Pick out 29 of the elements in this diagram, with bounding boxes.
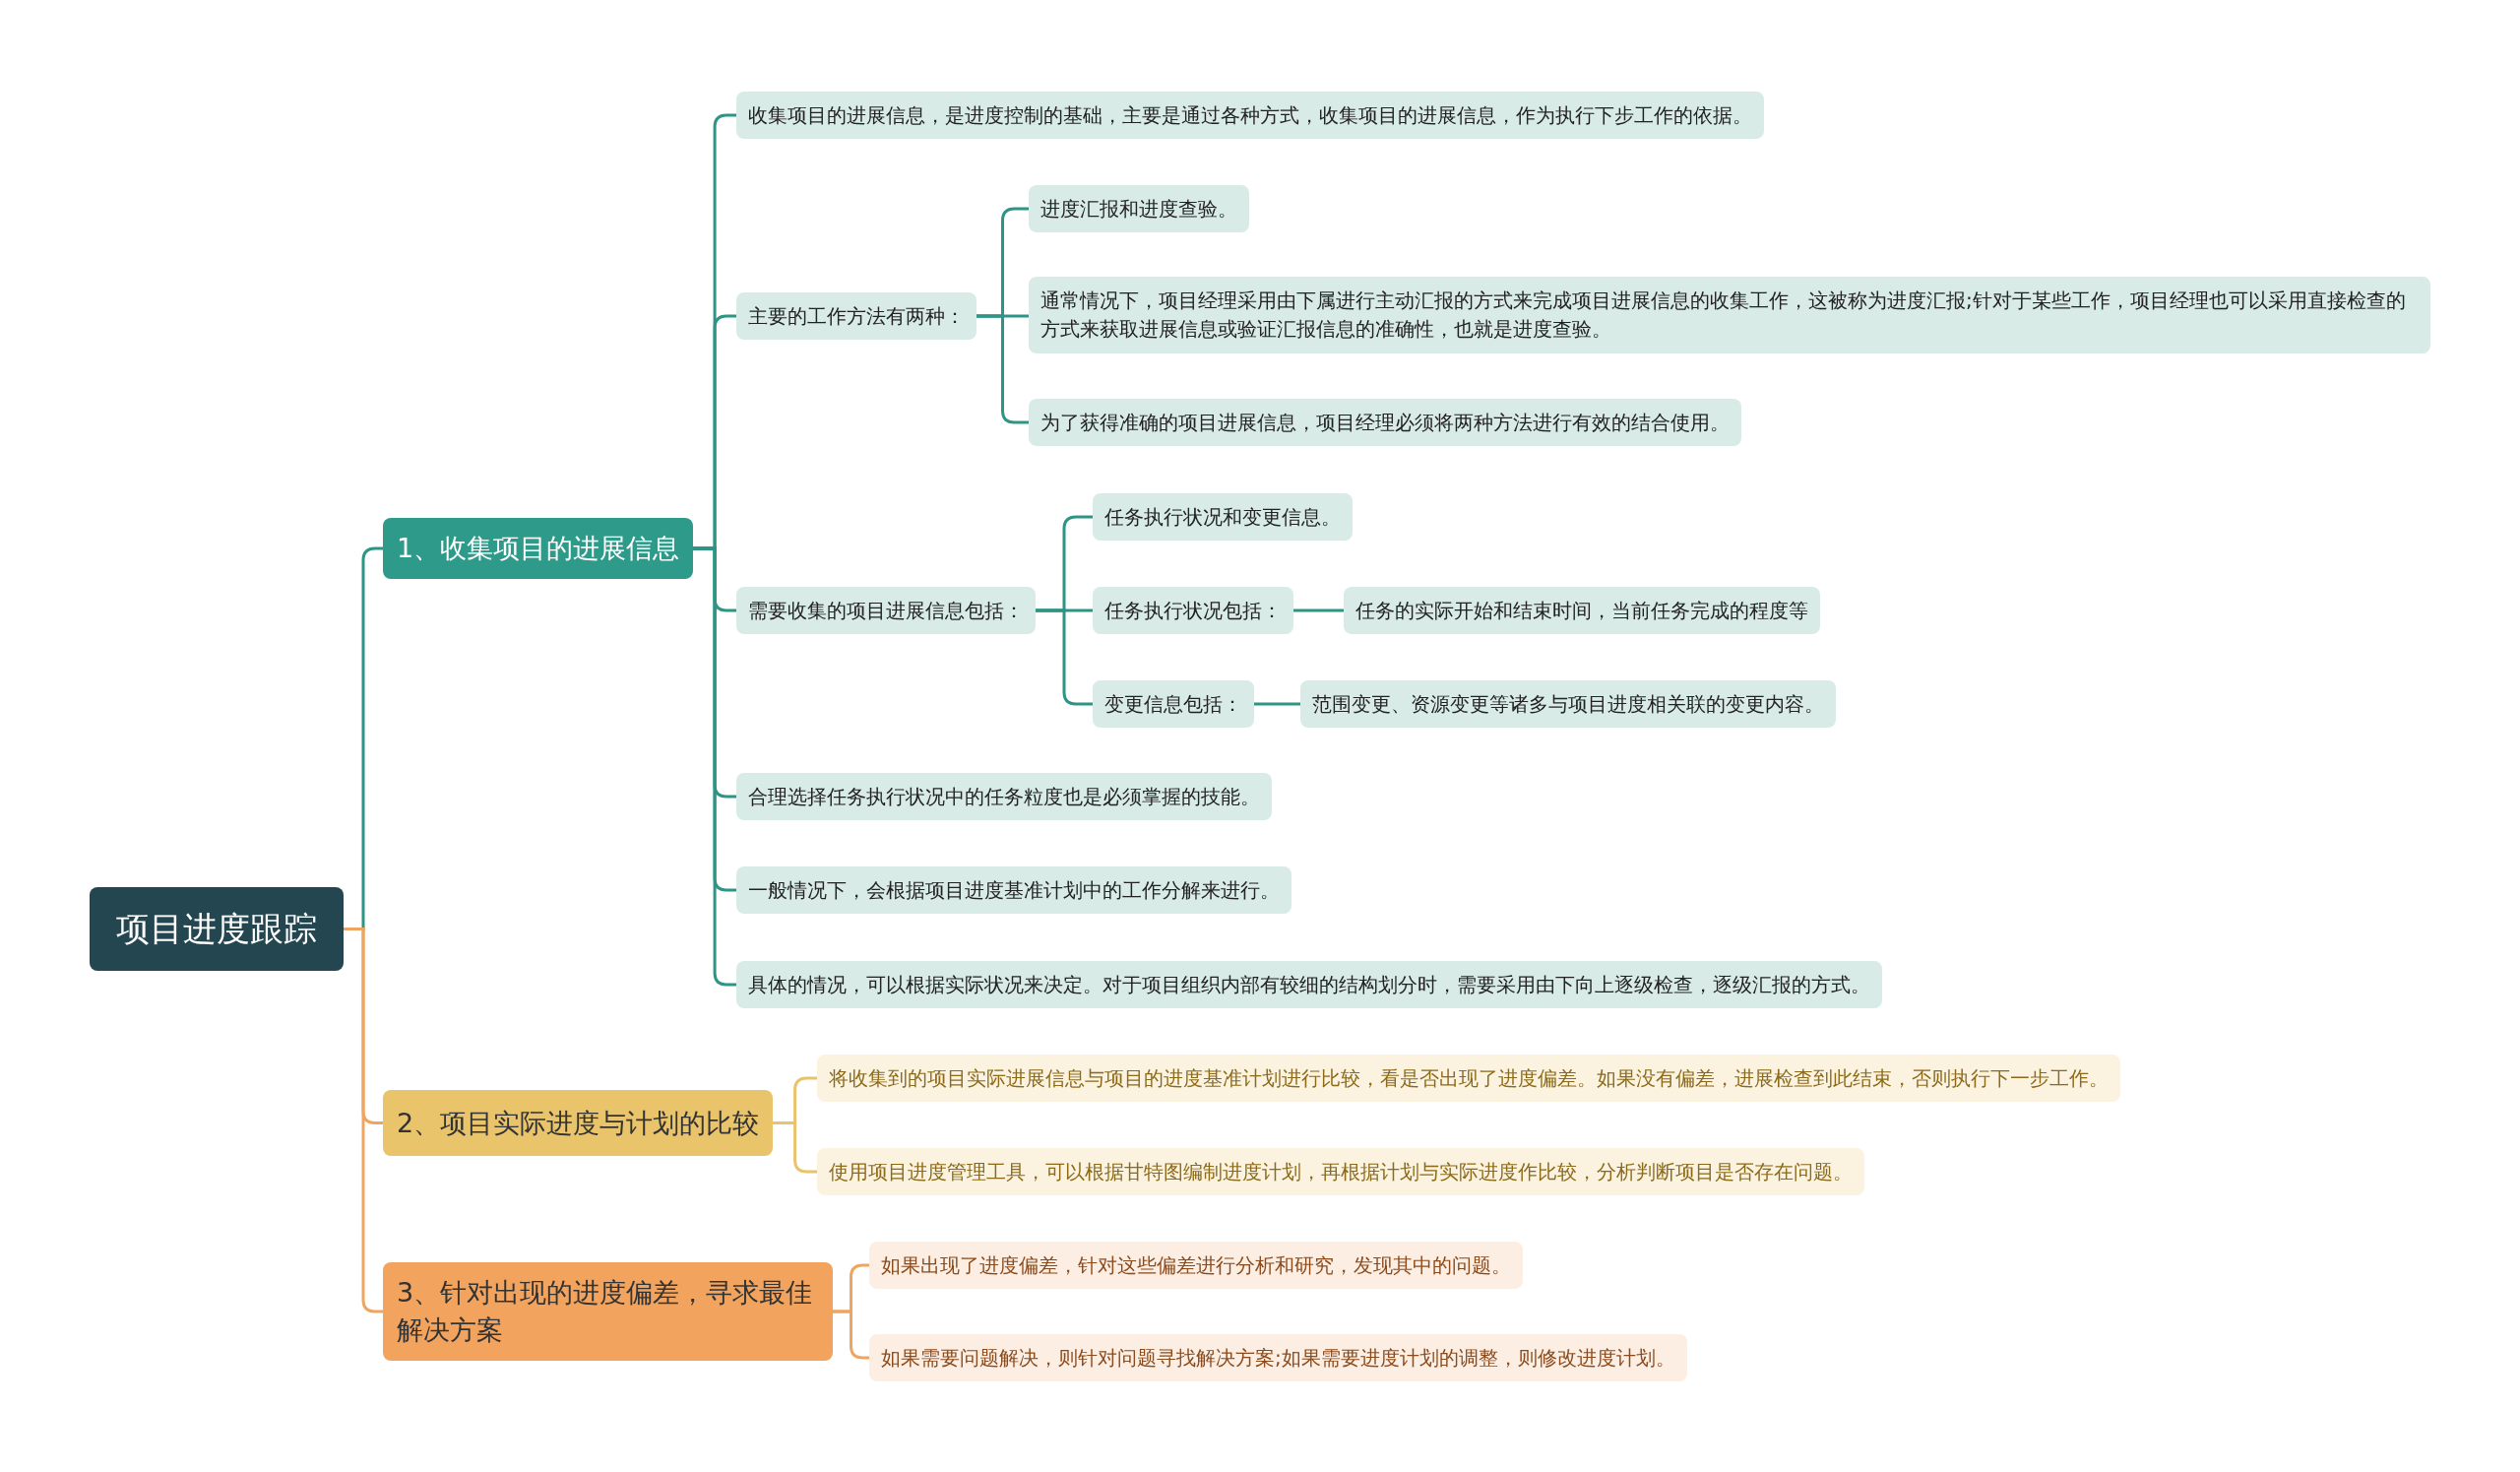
connector-line [344,928,383,1313]
subtopic-box: 通常情况下，项目经理采用由下属进行主动汇报的方式来完成项目进展信息的收集工作，这被称为进度汇报;针对于某些工作，项目经理也可以采用直接检查的方式来获取进展信息或验证汇报信息的准确性，也就是进度查验。 [1029,277,2430,353]
connector-line [1293,608,1344,612]
subtopic-box: 一般情况下，会根据项目进度基准计划中的工作分解来进行。 [736,866,1292,914]
subtopic-box: 将收集到的项目实际进展信息与项目的进度基准计划进行比较，看是否出现了进度偏差。如果没有偏差，进展检查到此结束，否则执行下一步工作。 [817,1055,2120,1102]
subtopic-box: 合理选择任务执行状况中的任务粒度也是必须掌握的技能。 [736,773,1272,820]
subtopic-box: 变更信息包括： [1093,680,1254,728]
connector-line [773,1121,817,1174]
subtopic-box: 使用项目进度管理工具，可以根据甘特图编制进度计划，再根据计划与实际进度作比较，分析判断项目是否存在问题。 [817,1148,1864,1195]
subtopic-box: 需要收集的项目进展信息包括： [736,587,1036,634]
connector-line [833,1310,869,1360]
subtopic-box: 进度汇报和进度查验。 [1029,185,1249,232]
subtopic-box: 范围变更、资源变更等诸多与项目进度相关联的变更内容。 [1300,680,1836,728]
main-topic-box: 3、针对出现的进度偏差，寻求最佳解决方案 [383,1262,833,1361]
subtopic-box: 任务执行状况包括： [1093,587,1293,634]
connector-line [976,314,1029,424]
subtopic-box: 为了获得准确的项目进展信息，项目经理必须将两种方法进行有效的结合使用。 [1029,399,1741,446]
subtopic-box: 收集项目的进展信息，是进度控制的基础，主要是通过各种方式，收集项目的进展信息，作为执行下步工作的依据。 [736,92,1764,139]
connector-line [1254,702,1300,706]
subtopic-box: 如果出现了进度偏差，针对这些偏差进行分析和研究，发现其中的问题。 [869,1242,1523,1289]
subtopic-box: 如果需要问题解决，则针对问题寻找解决方案;如果需要进度计划的调整，则修改进度计划。 [869,1334,1687,1381]
root-topic-box: 项目进度跟踪 [90,887,344,971]
subtopic-box: 任务的实际开始和结束时间，当前任务完成的程度等 [1344,587,1820,634]
subtopic-box: 具体的情况，可以根据实际状况来决定。对于项目组织内部有较细的结构划分时，需要采用由下向上逐级检查，逐级汇报的方式。 [736,961,1882,1008]
main-topic-box: 2、项目实际进度与计划的比较 [383,1090,774,1156]
main-topic-box: 1、收集项目的进展信息 [383,518,694,579]
subtopic-box: 任务执行状况和变更信息。 [1093,493,1353,541]
connector-line [693,546,736,987]
subtopic-box: 主要的工作方法有两种： [736,292,976,340]
